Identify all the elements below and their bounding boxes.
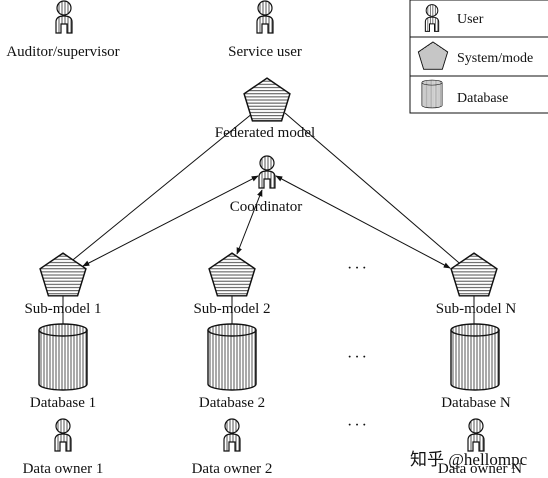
sub-model-n-pentagon-icon [450, 252, 498, 297]
legend-system-label: System/mode [457, 51, 533, 66]
database-ellipsis: ··· [347, 349, 369, 366]
watermark: 知乎 @hellompc [410, 450, 528, 469]
coord-to-subN-arrow [275, 175, 451, 269]
database-n-label: Database N [441, 395, 511, 411]
coord-to-sub2-arrow [236, 189, 263, 255]
database-n-cylinder-icon [450, 323, 500, 391]
data-owner-n-user-icon [467, 418, 485, 452]
sub-model-ellipsis: ··· [347, 260, 369, 277]
sub-model-2-label: Sub-model 2 [193, 301, 270, 317]
legend-database-label: Database [457, 91, 508, 106]
auditor-label: Auditor/supervisor [6, 44, 119, 60]
legend-cylinder-icon [421, 79, 443, 109]
legend: User System/mode Database [409, 0, 548, 114]
sub-model-1-label: Sub-model 1 [24, 301, 101, 317]
database-1-cylinder-icon [38, 323, 88, 391]
database-2-label: Database 2 [199, 395, 265, 411]
federated-model-label: Federated model [215, 125, 315, 141]
connections [60, 112, 477, 328]
sub-model-2-pentagon-icon [208, 252, 256, 297]
sub-model-1-pentagon-icon [39, 252, 87, 297]
data-owner-1-label: Data owner 1 [23, 461, 104, 477]
data-owner-2-user-icon [223, 418, 241, 452]
data-owner-2-label: Data owner 2 [192, 461, 273, 477]
auditor-user-icon [55, 0, 73, 34]
coord-to-sub1-arrow [82, 175, 259, 267]
data-owner-1-user-icon [54, 418, 72, 452]
database-2-cylinder-icon [207, 323, 257, 391]
coordinator-user-icon [258, 155, 276, 189]
legend-user-label: User [457, 12, 484, 27]
database-1-label: Database 1 [30, 395, 96, 411]
coordinator-label: Coordinator [230, 199, 303, 215]
service-user-label: Service user [228, 44, 302, 60]
data-owner-n-label: Data owner N [438, 461, 522, 477]
service-user-icon [256, 0, 274, 34]
data-owner-ellipsis: ··· [347, 417, 369, 434]
federated-model-pentagon-icon [243, 77, 291, 122]
sub-model-n-label: Sub-model N [436, 301, 517, 317]
